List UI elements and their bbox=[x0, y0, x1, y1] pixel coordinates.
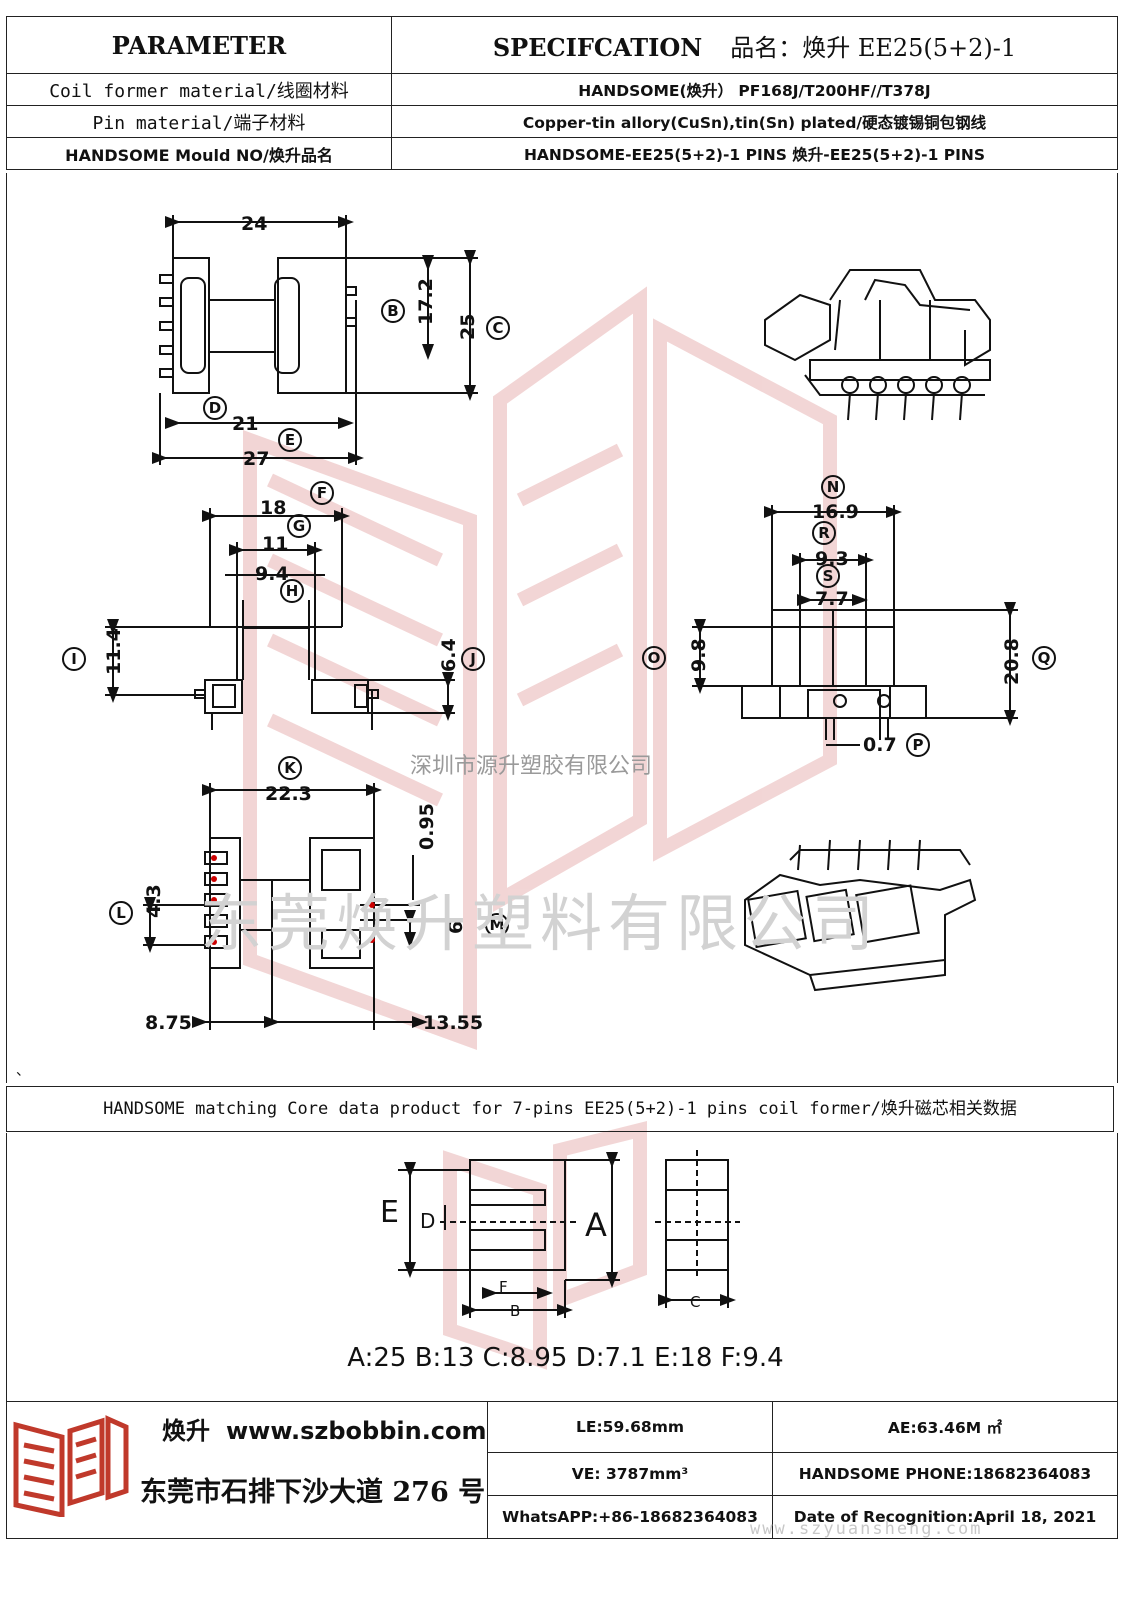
core-data-line: A:25 B:13 C:8.95 D:7.1 E:18 F:9.4 bbox=[347, 1343, 784, 1373]
mould-no-label: HANDSOME Mould NO/焕升品名 bbox=[6, 137, 392, 170]
brand-name: 焕升 bbox=[162, 1416, 210, 1445]
letter-b: B bbox=[387, 302, 398, 320]
letter-m: M bbox=[490, 916, 505, 934]
phone-value: HANDSOME PHONE:18682364083 bbox=[772, 1452, 1118, 1497]
top-view bbox=[152, 215, 478, 465]
dim-24: 24 bbox=[241, 213, 267, 235]
dim-0-7: 0.7 bbox=[863, 734, 897, 756]
letter-f: F bbox=[317, 484, 327, 502]
website-link[interactable]: www.szbobbin.com bbox=[226, 1417, 487, 1445]
letter-h: H bbox=[286, 582, 299, 600]
core-drawing bbox=[398, 1150, 740, 1318]
circled-letters: B C D E F G H I J K L M N O P Q R S bbox=[62, 299, 1056, 937]
letter-i: I bbox=[71, 650, 77, 668]
company-address: 东莞市石排下沙大道 276 号 bbox=[140, 1477, 486, 1508]
core-letter-c: C bbox=[690, 1293, 700, 1311]
side-view bbox=[692, 505, 1018, 746]
drawing-area bbox=[6, 173, 1118, 1083]
dim-22-3: 22.3 bbox=[265, 783, 312, 805]
product-name: 品名：焕升 EE25(5+2)-1 bbox=[730, 33, 1017, 62]
dim-7-7: 7.7 bbox=[815, 588, 849, 610]
coil-material-label: Coil former material/线圈材料 bbox=[6, 73, 392, 106]
site-watermark: www.szyuansheng.com bbox=[750, 1519, 983, 1539]
core-letter-e: E bbox=[380, 1195, 399, 1230]
core-letters: E D A F B C bbox=[380, 1195, 700, 1320]
letter-k: K bbox=[284, 759, 297, 777]
dim-27: 27 bbox=[243, 448, 269, 470]
company-watermark-big: 东莞焕升塑料有限公司 bbox=[200, 887, 881, 960]
letter-j: J bbox=[469, 650, 476, 668]
letter-g: G bbox=[293, 517, 305, 535]
ae-value: AE:63.46M ㎡ bbox=[772, 1400, 1118, 1454]
dim-0-95: 0.95 bbox=[416, 803, 438, 850]
isometric-view-top bbox=[764, 269, 991, 421]
letter-q: Q bbox=[1038, 649, 1051, 667]
dim-16-9: 16.9 bbox=[812, 501, 859, 523]
date-value: Date of Recognition:April 18, 2021 bbox=[772, 1495, 1118, 1539]
letter-c: C bbox=[492, 319, 503, 337]
letter-n: N bbox=[827, 478, 840, 496]
isometric-view-bottom bbox=[744, 839, 977, 992]
company-logo bbox=[13, 1415, 129, 1517]
core-letter-d: D bbox=[420, 1209, 435, 1233]
whatsapp-value: WhatsAPP:+86-18682364083 bbox=[487, 1495, 773, 1539]
parameter-heading: PARAMETER bbox=[6, 16, 392, 74]
dimension-labels: 24 21 27 17.2 25 18 11 9.4 11.4 6.4 16.9… bbox=[103, 213, 1023, 1034]
dim-20-8: 20.8 bbox=[1001, 638, 1023, 685]
stray-mark: 、 bbox=[16, 1063, 30, 1079]
letter-d: D bbox=[209, 399, 221, 417]
ve-value: VE: 3787mm³ bbox=[487, 1452, 773, 1497]
letter-e: E bbox=[285, 431, 295, 449]
dim-9-8: 9.8 bbox=[688, 638, 710, 672]
dim-6: 6 bbox=[445, 921, 467, 934]
dim-11: 11 bbox=[262, 533, 288, 555]
dim-9-4: 9.4 bbox=[255, 563, 289, 585]
core-area bbox=[6, 1133, 1118, 1401]
front-view bbox=[105, 508, 455, 730]
core-letter-a: A bbox=[585, 1206, 607, 1244]
dim-4-3: 4.3 bbox=[143, 884, 165, 918]
dim-21: 21 bbox=[232, 413, 258, 435]
dim-17-2: 17.2 bbox=[415, 278, 437, 325]
core-letter-f: F bbox=[499, 1278, 508, 1296]
le-value: LE:59.68mm bbox=[487, 1400, 773, 1454]
letter-l: L bbox=[116, 904, 126, 922]
dim-18: 18 bbox=[260, 497, 286, 519]
letter-p: P bbox=[913, 736, 924, 754]
core-caption: HANDSOME matching Core data product for … bbox=[6, 1086, 1114, 1132]
pin-material-value: Copper-tin allory(CuSn),tin(Sn) plated/硬… bbox=[391, 105, 1118, 138]
dim-6-4: 6.4 bbox=[438, 638, 460, 672]
letter-o: O bbox=[648, 649, 661, 667]
company-watermark-small: 深圳市源升塑胶有限公司 bbox=[410, 754, 653, 779]
dim-9-3: 9.3 bbox=[815, 548, 849, 570]
mould-no-value: HANDSOME-EE25(5+2)-1 PINS 焕升-EE25(5+2)-1… bbox=[391, 137, 1118, 170]
dim-11-4: 11.4 bbox=[103, 628, 125, 675]
dim-13-55: 13.55 bbox=[423, 1012, 483, 1034]
brand-line: 焕升 www.szbobbin.com bbox=[162, 1411, 487, 1446]
letter-s: S bbox=[823, 567, 834, 585]
dim-8-75: 8.75 bbox=[145, 1012, 192, 1034]
pin-markers bbox=[211, 855, 375, 945]
dim-25: 25 bbox=[457, 314, 479, 340]
core-letter-b: B bbox=[510, 1302, 520, 1320]
letter-r: R bbox=[818, 524, 830, 542]
